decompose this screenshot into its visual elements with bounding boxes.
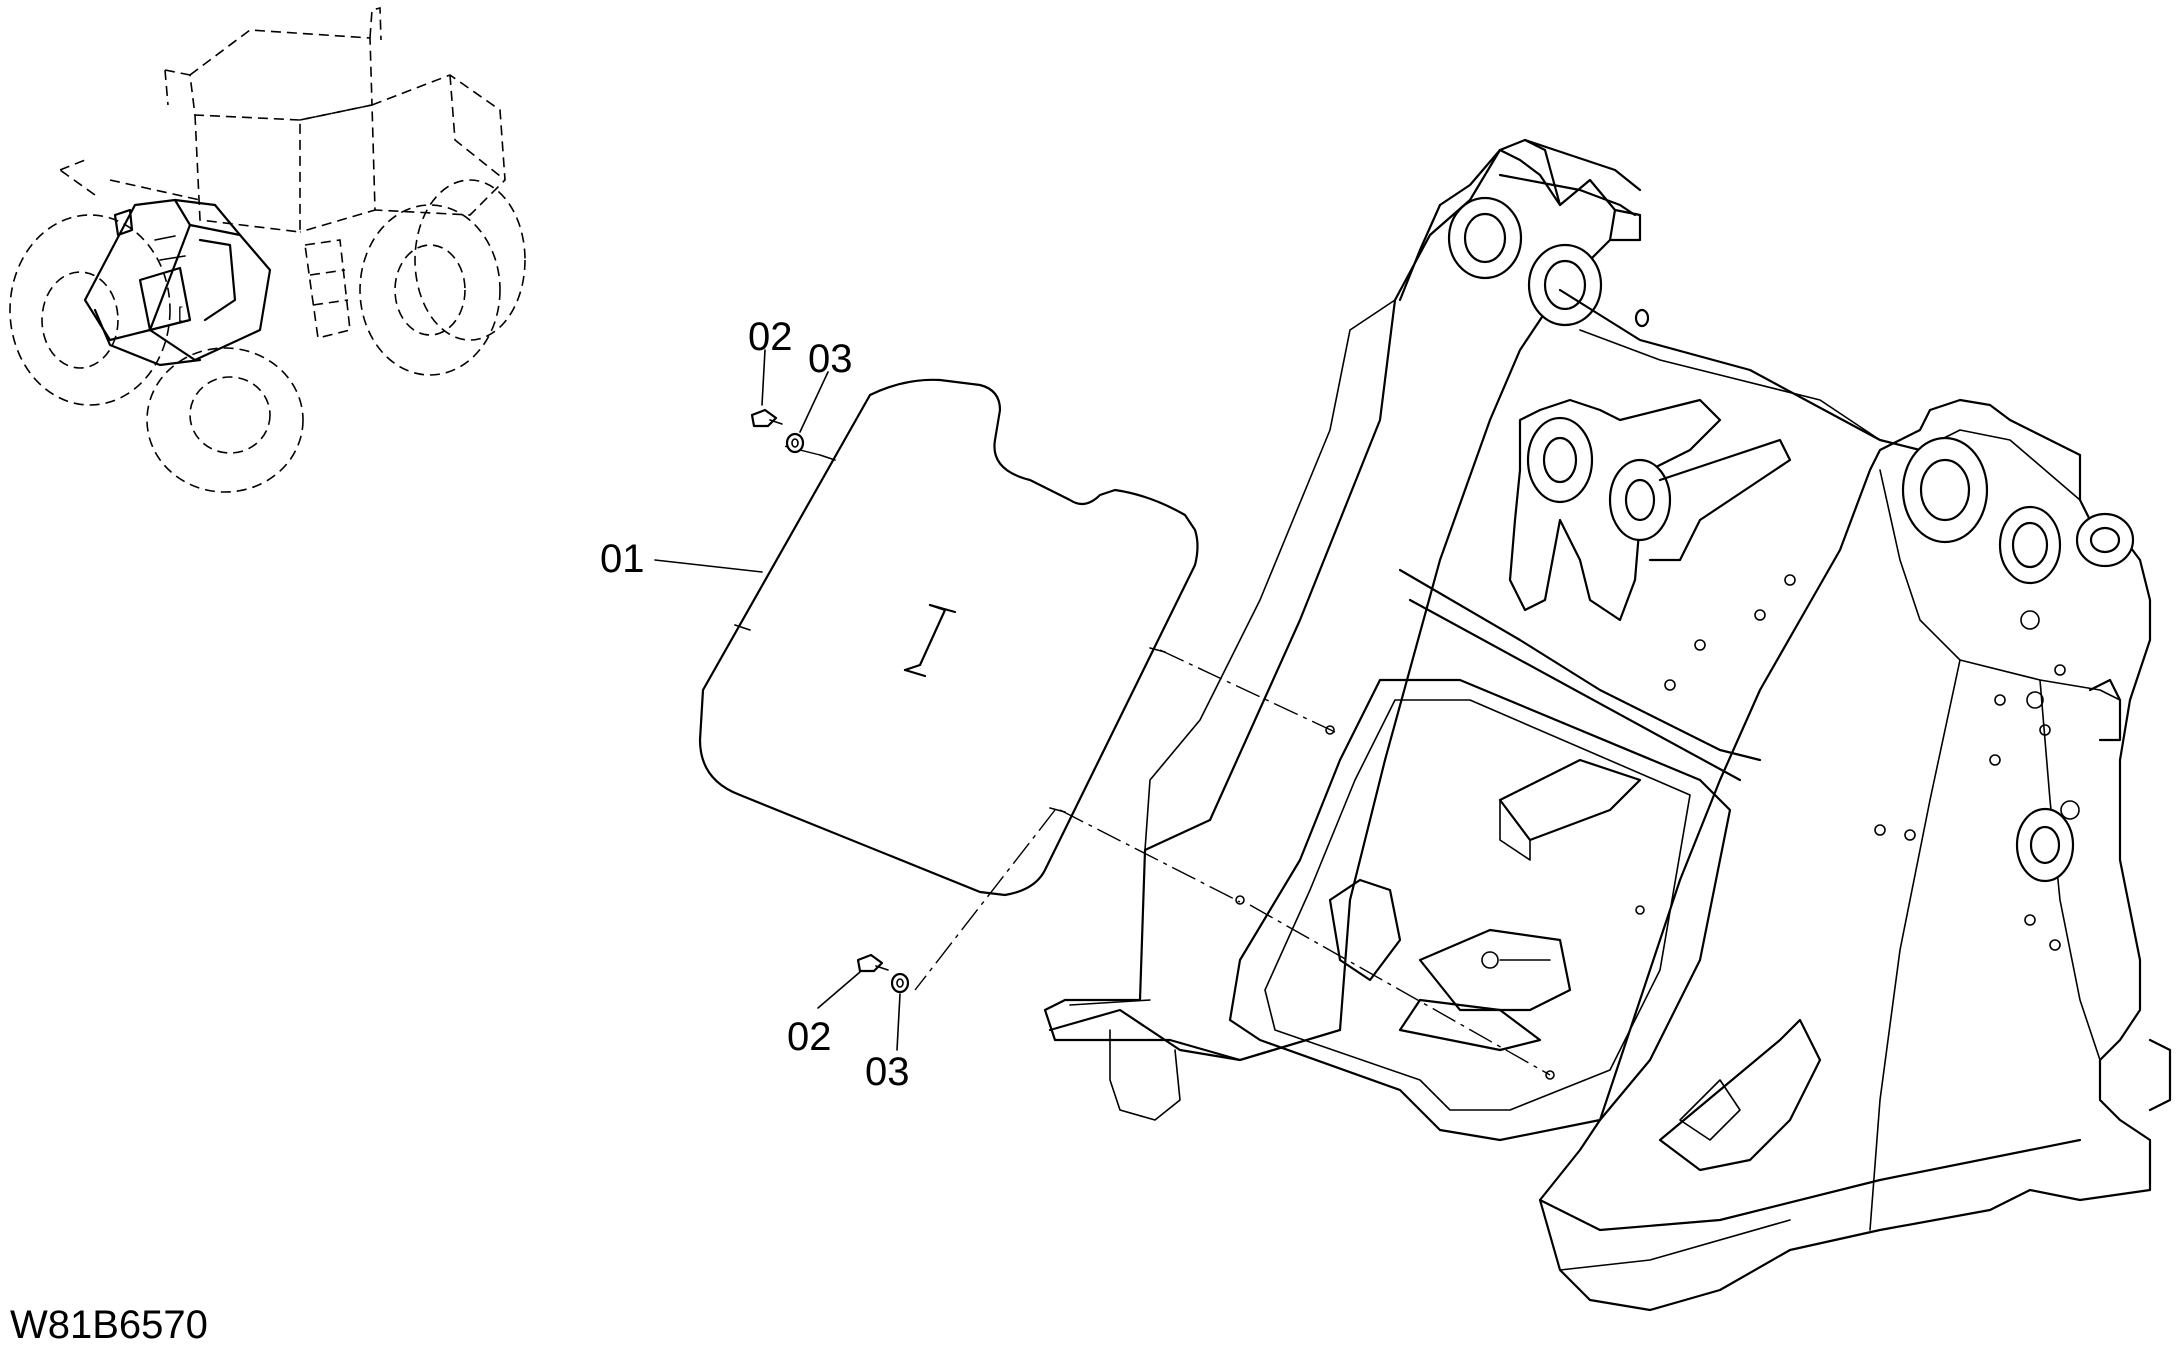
bolt-top (750, 408, 783, 428)
svg-text:[: [ (178, 305, 183, 322)
drawing-number: W81B6570 (10, 1303, 208, 1347)
washer-top (785, 432, 805, 454)
washer-bottom (890, 972, 910, 994)
bolt-bottom (856, 953, 889, 973)
loader-overview-illustration: [ (9, 6, 526, 493)
callout-washer-bottom: 03 (865, 1050, 910, 1094)
callout-bolt-bottom: 02 (787, 1015, 832, 1059)
alignment-lines (779, 444, 1551, 1076)
front-frame-illustration (1043, 138, 2172, 1312)
cover-plate (698, 378, 1199, 897)
callout-washer-top: 03 (808, 337, 853, 381)
callout-leaders (654, 349, 901, 1051)
callout-bolt-top: 02 (748, 315, 793, 359)
callout-cover: 01 (600, 537, 645, 581)
